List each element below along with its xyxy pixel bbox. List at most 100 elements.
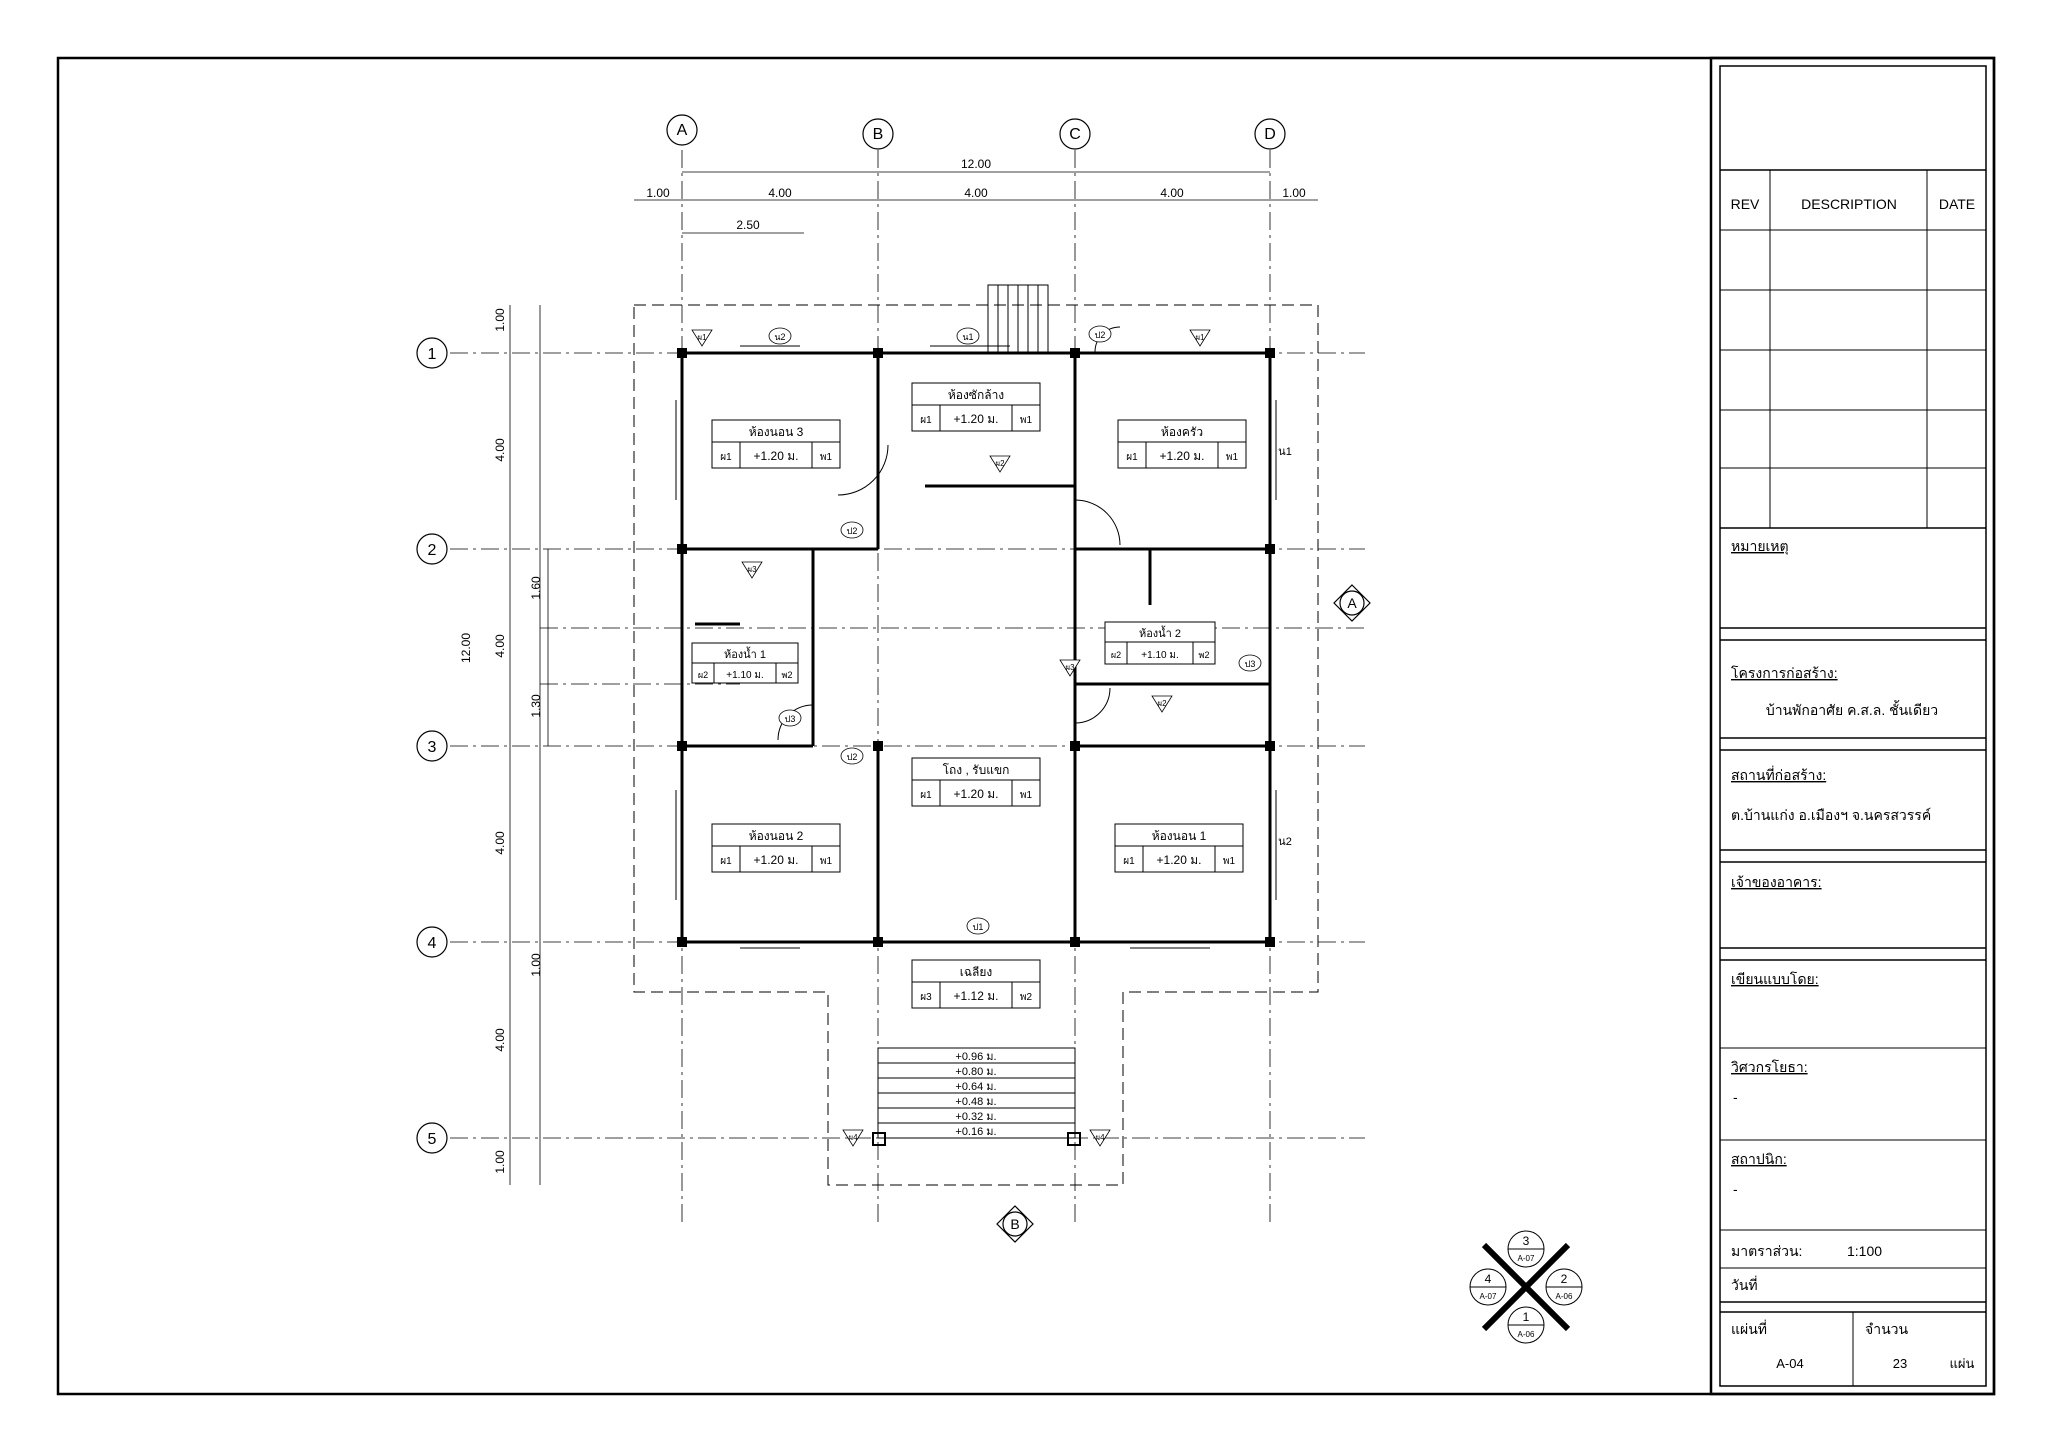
grid-bubble-c — [1059, 118, 1091, 150]
room-tag-bedroom-2: ห้องนอน 2 ผ1 +1.20 ม. พ1 — [711, 823, 841, 873]
room-wall: พ1 — [1020, 790, 1033, 801]
key-right-num: 2 — [1561, 1272, 1568, 1286]
room-level: +1.20 ม. — [754, 449, 799, 463]
dim-top-2: 4.00 — [964, 186, 988, 200]
architect-label: สถาปนิก: — [1731, 1151, 1787, 1167]
grid-label-1: 1 — [428, 346, 437, 363]
stair-level: +0.64 ม. — [955, 1081, 996, 1093]
date-label: วันที่ — [1731, 1276, 1758, 1293]
room-level: +1.20 ม. — [954, 412, 999, 426]
element-tags: ผ1 ผ1 ผ2 ผ3 ผ3 ผ2 ผ4 ผ4 ป1 ป2 ป2 ป2 ป3 ป… — [691, 325, 1292, 1147]
grid-bubble-2 — [416, 533, 448, 565]
dim-top-3: 4.00 — [1160, 186, 1184, 200]
dim-left-total: 12.00 — [459, 633, 473, 663]
sheet-label: แผ่นที่ — [1731, 1320, 1767, 1337]
dim-left-1: 4.00 — [493, 438, 507, 462]
dim-left-3: 4.00 — [493, 831, 507, 855]
date-header: DATE — [1939, 196, 1975, 212]
room-name: เฉลียง — [960, 965, 993, 979]
room-floor: ผ1 — [1126, 452, 1138, 463]
room-tag-living: โถง , รับแขก ผ1 +1.20 ม. พ1 — [911, 757, 1041, 807]
grid-bubble-b — [862, 118, 894, 150]
room-name: ห้องครัว — [1161, 425, 1203, 439]
room-wall: พ1 — [1020, 415, 1033, 426]
window-tag: น1 — [962, 332, 973, 342]
stair-level: +0.16 ม. — [955, 1126, 996, 1138]
sheet-value: A-04 — [1776, 1356, 1803, 1371]
door-tag: ป1 — [973, 922, 984, 932]
key-top-sheet: A-07 — [1518, 1254, 1535, 1263]
room-floor: ผ3 — [920, 992, 932, 1003]
engineer-value: - — [1733, 1089, 1738, 1105]
scale-label: มาตราส่วน: — [1731, 1243, 1802, 1259]
grid-label-3: 3 — [428, 739, 437, 756]
roof-outline — [633, 304, 1319, 1186]
section-b-label: B — [1010, 1216, 1019, 1232]
remarks-label: หมายเหตุ — [1731, 538, 1789, 555]
dim-top-total: 12.00 — [961, 157, 991, 171]
room-tag-bedroom-1: ห้องนอน 1 ผ1 +1.20 ม. พ1 — [1114, 823, 1244, 873]
project-label: โครงการก่อสร้าง: — [1731, 665, 1838, 681]
site-label: สถานที่ก่อสร้าง: — [1731, 766, 1826, 783]
room-tag-porch: เฉลียง ผ3 +1.12 ม. พ2 — [911, 959, 1041, 1009]
room-wall: พ1 — [1223, 856, 1236, 867]
grid-bubble-d — [1254, 118, 1286, 150]
key-bottom-num: 1 — [1523, 1310, 1530, 1324]
room-tag-kitchen: ห้องครัว ผ1 +1.20 ม. พ1 — [1117, 419, 1247, 469]
dim-left-extra-2: 1.00 — [493, 1150, 507, 1174]
rev-header: REV — [1731, 196, 1760, 212]
description-header: DESCRIPTION — [1801, 196, 1897, 212]
room-floor: ผ1 — [920, 415, 932, 426]
window-tag: น1 — [1278, 446, 1292, 458]
room-name: ห้องนอน 1 — [1152, 829, 1207, 843]
wall-tag: ผ4 — [1095, 1133, 1105, 1142]
project-value: บ้านพักอาศัย ค.ส.ล. ชั้นเดียว — [1766, 700, 1938, 718]
scale-value: 1:100 — [1847, 1243, 1882, 1259]
key-left-num: 4 — [1485, 1272, 1492, 1286]
grid-label-d: D — [1264, 126, 1276, 143]
stair-level: +0.48 ม. — [955, 1096, 996, 1108]
room-floor: ผ1 — [920, 790, 932, 801]
owner-label: เจ้าของอาคาร: — [1731, 874, 1822, 890]
entry-stairs — [872, 284, 1081, 1146]
door-tag: ป2 — [1095, 330, 1106, 340]
floor-plan — [416, 114, 1371, 1243]
dim-top-1: 4.00 — [768, 186, 792, 200]
dim-top-0: 1.00 — [646, 186, 670, 200]
dim-top-sub: 2.50 — [736, 218, 760, 232]
room-tag-bathroom-1: ห้องน้ำ 1 ผ2 +1.10 ม. พ2 — [691, 642, 799, 684]
grid-label-a: A — [677, 122, 688, 139]
room-name: ห้องซักล้าง — [948, 388, 1004, 402]
key-plan: 3 A-07 2 A-06 1 A-06 4 A-07 — [1469, 1230, 1583, 1344]
engineer-label: วิศวกรโยธา: — [1731, 1059, 1808, 1075]
room-name: ห้องน้ำ 1 — [724, 646, 766, 661]
room-name: โถง , รับแขก — [943, 763, 1010, 777]
dim-left-0: 1.00 — [493, 308, 507, 332]
grid-label-c: C — [1069, 126, 1081, 143]
wall-tag: ผ2 — [1157, 699, 1167, 708]
wall-tag: ผ2 — [995, 459, 1005, 468]
room-tag-bathroom-2: ห้องน้ำ 2 ผ2 +1.10 ม. พ2 — [1104, 621, 1216, 665]
dim-left-sub-0: 1.60 — [529, 576, 543, 600]
grid-bubble-4 — [416, 926, 448, 958]
key-left-sheet: A-07 — [1480, 1292, 1497, 1301]
wall-tag: ผ1 — [1195, 333, 1205, 342]
walls — [680, 351, 1272, 944]
room-tags: ห้องนอน 3 ผ1 +1.20 ม. พ1 ห้องซักล้าง ผ1 … — [691, 382, 1247, 1138]
room-floor: ผ2 — [698, 670, 708, 680]
stair-level: +0.32 ม. — [955, 1111, 996, 1123]
wall-tag: ผ3 — [1065, 663, 1075, 672]
dim-left-extra-0: 1.00 — [529, 953, 543, 977]
grid-label-2: 2 — [428, 542, 437, 559]
grid-bubbles — [416, 114, 1286, 1154]
sheet-border — [56, 56, 1996, 1396]
room-name: ห้องน้ำ 2 — [1139, 625, 1181, 640]
section-markers — [996, 584, 1371, 1243]
grid-lines — [450, 150, 1365, 1225]
grid-bubble-3 — [416, 730, 448, 762]
room-name: ห้องนอน 2 — [749, 829, 804, 843]
grid-label-4: 4 — [428, 935, 437, 952]
window-tag: น2 — [774, 332, 785, 342]
dim-left-extra-1: 4.00 — [493, 1028, 507, 1052]
